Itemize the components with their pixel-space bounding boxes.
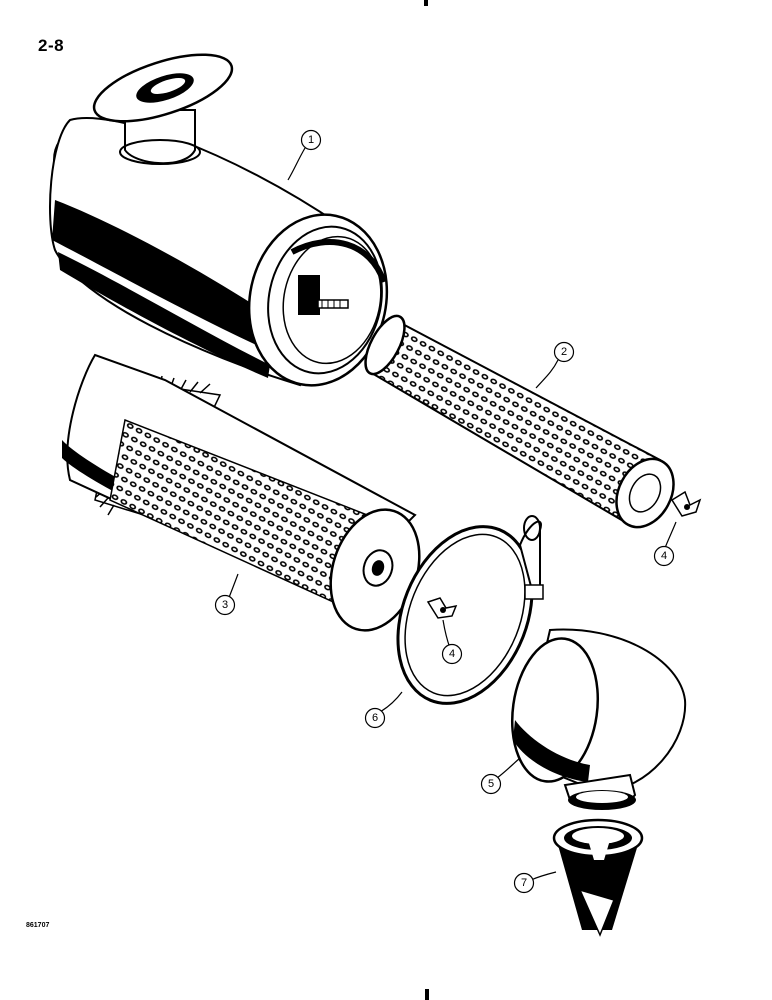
inner-safety-filter-element	[364, 314, 675, 529]
drawing-code: 861707	[26, 922, 50, 929]
callout-7-label: 7	[521, 877, 527, 889]
page-number: 2-8	[38, 36, 65, 55]
callout-7: 7	[513, 872, 535, 894]
callout-3-label: 3	[222, 599, 228, 611]
callout-5-label: 5	[488, 778, 494, 790]
callout-1: 1	[300, 129, 322, 151]
callout-6-label: 6	[372, 712, 378, 724]
wing-nut-lower	[426, 597, 458, 619]
dust-cover	[510, 628, 687, 810]
dust-valve	[552, 818, 644, 937]
callout-6: 6	[364, 707, 386, 729]
air-cleaner-housing	[49, 53, 389, 387]
callout-5: 5	[480, 773, 502, 795]
callout-1-label: 1	[308, 134, 314, 146]
clamp-ring	[396, 515, 544, 705]
callout-4b-label: 4	[449, 648, 455, 660]
primary-filter-element	[62, 353, 421, 632]
callout-3: 3	[214, 594, 236, 616]
callout-4a: 4	[653, 545, 675, 567]
callout-4b: 4	[441, 643, 463, 665]
wing-nut-upper	[670, 490, 702, 517]
callout-2: 2	[553, 341, 575, 363]
callout-2-label: 2	[561, 346, 567, 358]
callout-4a-label: 4	[661, 550, 667, 562]
